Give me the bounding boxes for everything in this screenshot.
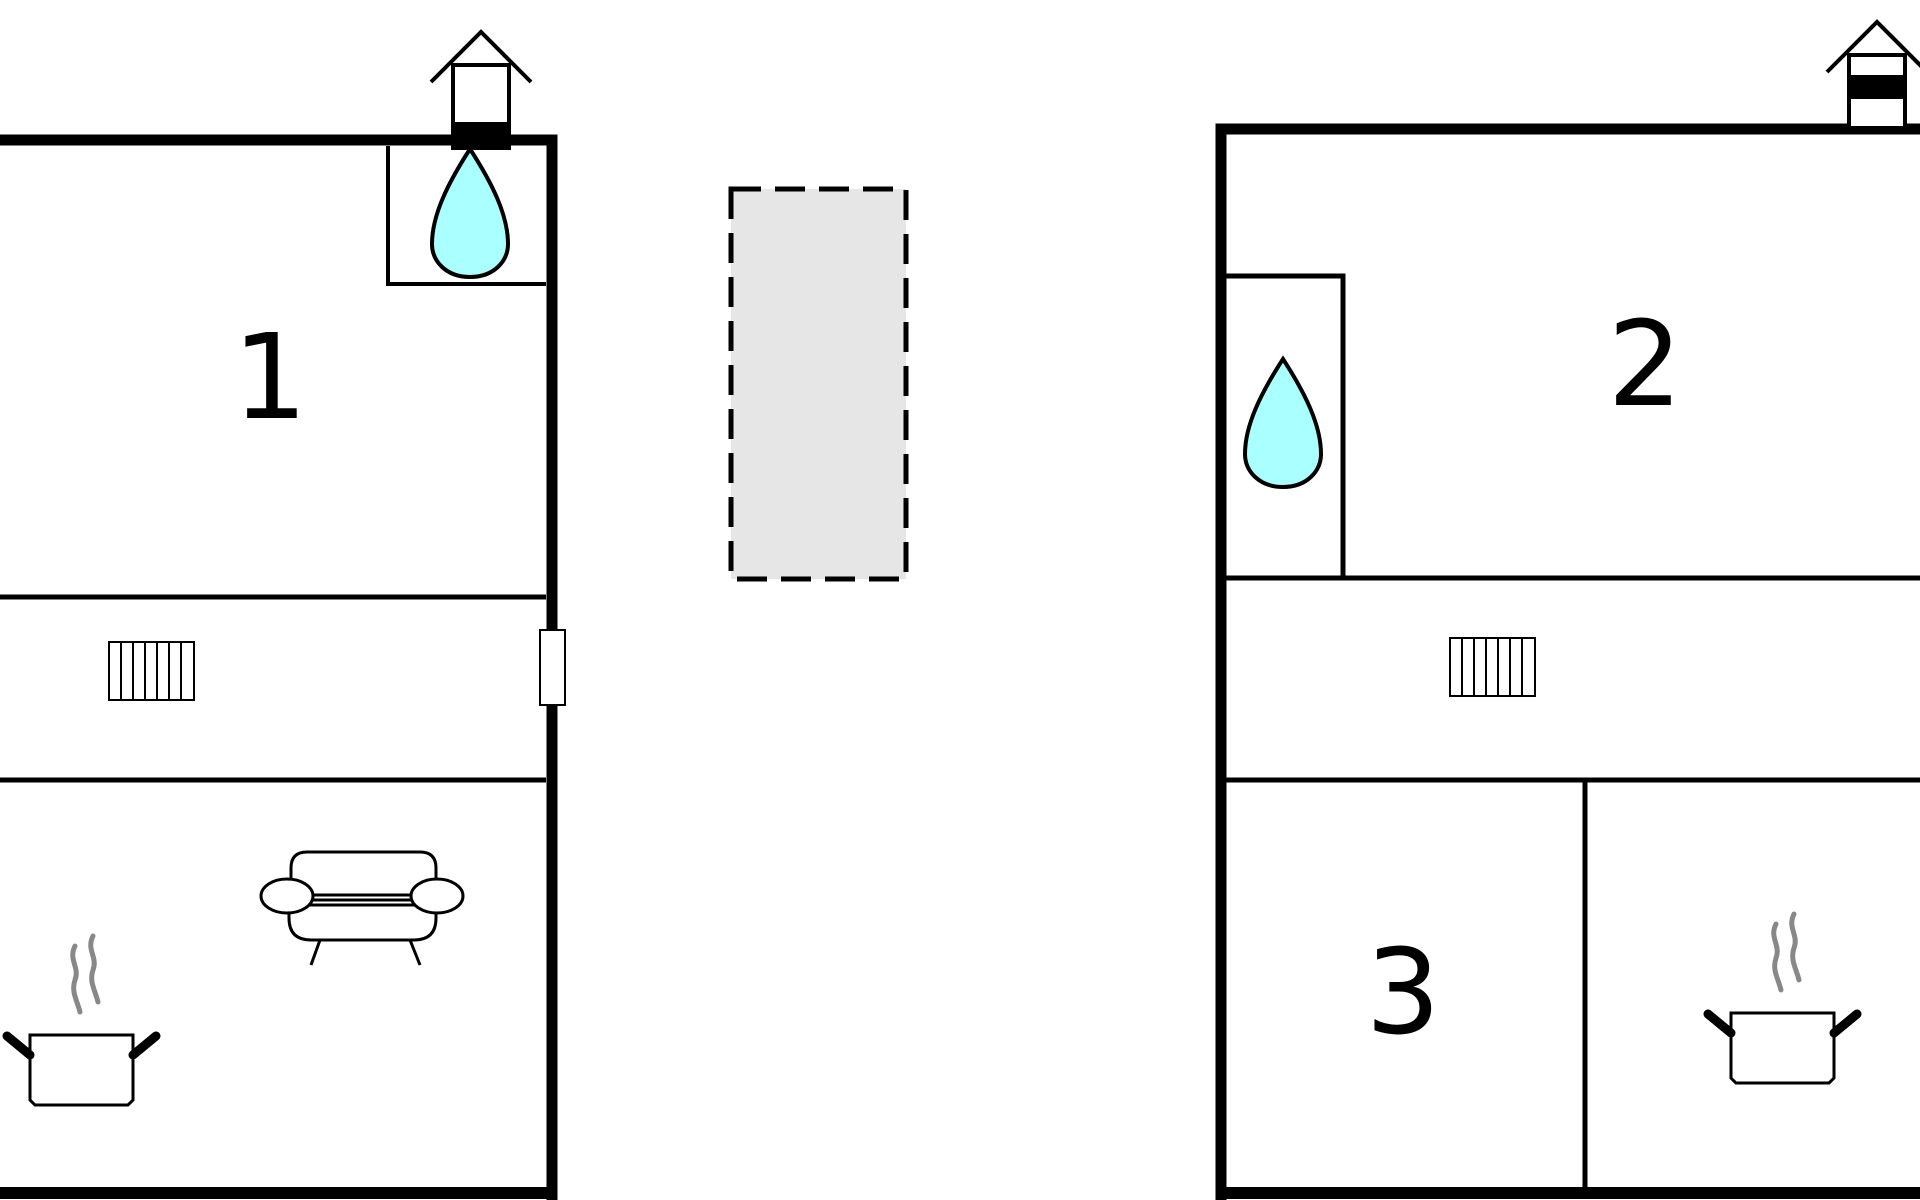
room-label-3: 3 [1365,923,1440,1061]
right-unit [1215,123,1920,1200]
left-unit-outer-wall [0,134,558,1200]
outdoor-area [728,186,909,582]
left-bathroom-wall [386,146,546,286]
cooking-pot-icon [2,933,161,1107]
sofa-icon [259,850,465,966]
radiator-icon [1449,637,1536,697]
cooking-pot-icon [1703,911,1862,1085]
left-unit [0,134,566,1200]
right-bathroom-wall [1226,273,1346,578]
radiator-icon [108,641,195,701]
house-entrance-icon [429,29,533,150]
room-label-1: 1 [232,308,307,446]
left-door [539,629,566,706]
right-unit-outer-wall [1215,123,1920,1200]
water-drop-icon [1242,355,1324,490]
room-label-2: 2 [1607,295,1682,433]
water-drop-icon [429,145,511,280]
house-entrance-icon [1825,19,1920,130]
